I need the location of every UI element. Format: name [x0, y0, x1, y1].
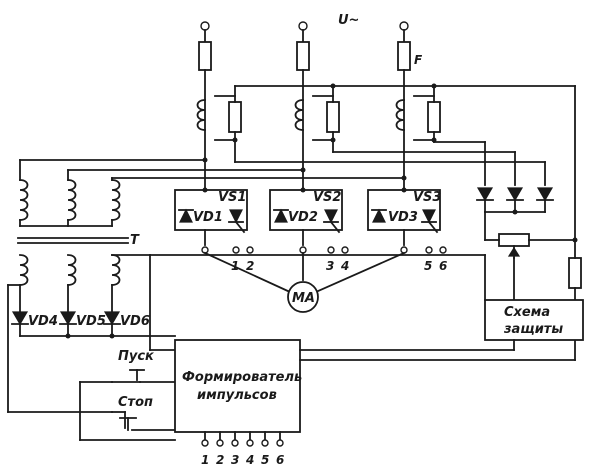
vs1-label: VS1: [218, 190, 246, 205]
protection-line1: Схема: [504, 305, 550, 320]
vd2-label: VD2: [288, 210, 318, 225]
pulse-line2: импульсов: [197, 388, 277, 403]
transformer: [17, 179, 129, 286]
thyristor-module-1: [174, 187, 248, 246]
fuse-3: [397, 41, 411, 71]
current-sensor-3: [395, 85, 441, 143]
stop-button: [111, 411, 176, 431]
out-term-6: 6: [276, 453, 284, 467]
out-term-3: 3: [231, 453, 239, 467]
current-sensor-2: [294, 85, 340, 153]
out-term-1: 1: [201, 453, 209, 467]
vs2-label: VS2: [313, 190, 341, 205]
output-terminals: [201, 431, 284, 447]
supply-phase-1: [198, 21, 212, 191]
pulse-generator-box: Формирователь импульсов: [174, 339, 302, 433]
thyristor-module-2: [269, 187, 343, 246]
fuse-label: F: [414, 53, 423, 67]
start-button: [111, 369, 176, 383]
out-term-2: 2: [216, 453, 224, 467]
gate-terminals: [232, 246, 447, 254]
supply-phase-3: [397, 21, 411, 191]
pulse-line1: Формирователь: [182, 370, 302, 385]
out-term-5: 5: [261, 453, 269, 467]
transformer-label: T: [130, 233, 140, 248]
thyristor-module-3: [367, 187, 441, 246]
vd6-label: VD6: [120, 314, 150, 329]
start-label: Пуск: [118, 349, 155, 364]
vd5-label: VD5: [76, 314, 106, 329]
fuse-2: [296, 41, 310, 71]
protection-line2: защиты: [503, 322, 563, 337]
vd3-label: VD3: [388, 210, 418, 225]
gate-term-5: 5: [424, 259, 432, 273]
current-sensor-1: [196, 85, 242, 163]
vd1-label: VD1: [193, 210, 223, 225]
potentiometer: [484, 233, 578, 301]
supply-phase-2: [296, 21, 310, 191]
gate-term-4: 4: [340, 259, 349, 273]
supply-label: U~: [338, 13, 359, 28]
vs3-label: VS3: [413, 190, 441, 205]
sensor-diodes: [476, 187, 554, 202]
fuse-1: [198, 41, 212, 71]
stop-label: Стоп: [118, 395, 153, 410]
vd4-label: VD4: [28, 314, 58, 329]
motor-label: MA: [292, 291, 315, 306]
gate-term-6: 6: [439, 259, 447, 273]
motor: MA: [287, 281, 319, 313]
resistor-right: [568, 257, 582, 289]
gate-term-3: 3: [326, 259, 334, 273]
gate-term-2: 2: [246, 259, 254, 273]
out-term-4: 4: [245, 453, 254, 467]
protection-circuit-box: Схема защиты: [484, 299, 584, 341]
